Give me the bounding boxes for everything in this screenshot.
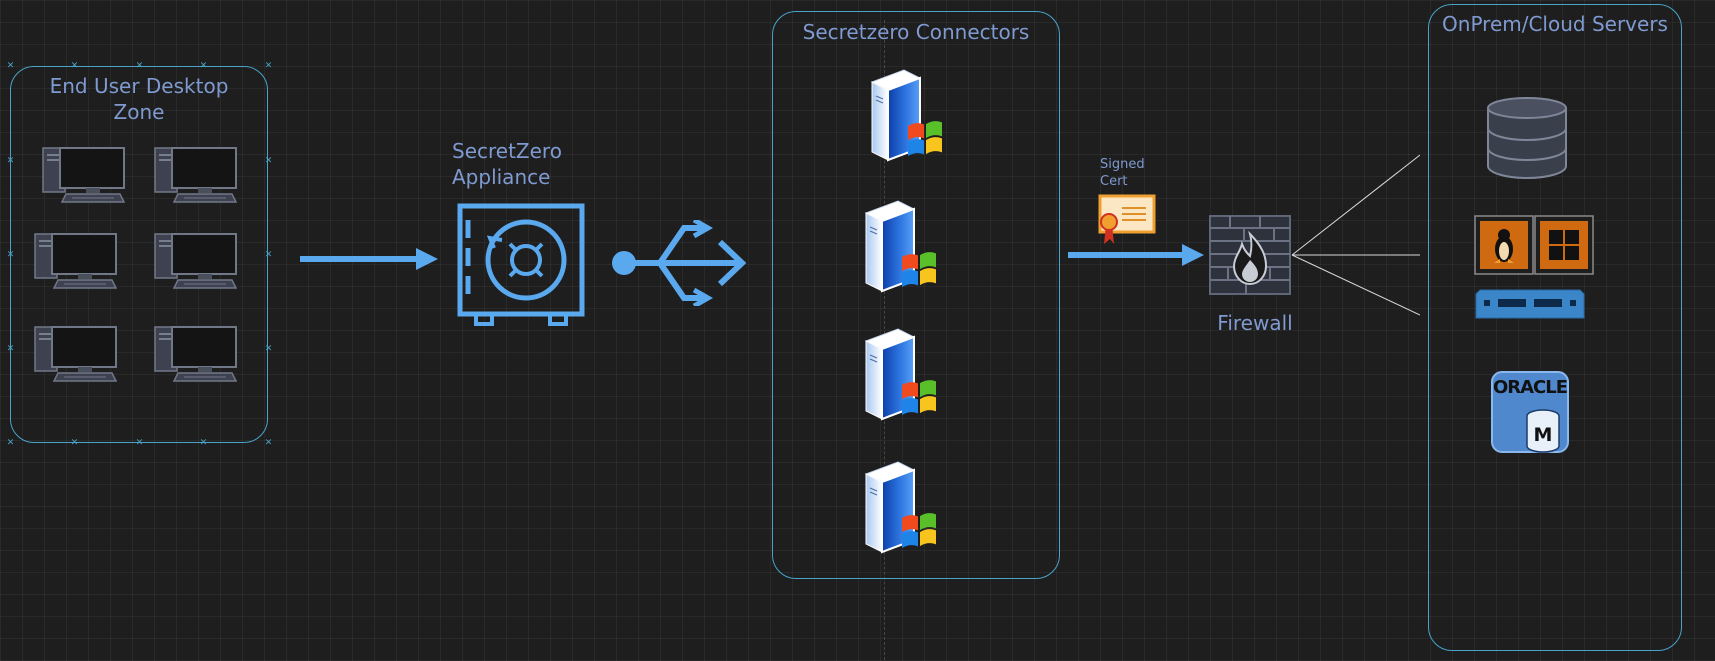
desktop-computer-icon[interactable] bbox=[34, 325, 118, 383]
arrow-right-icon[interactable] bbox=[1066, 240, 1208, 270]
selection-handle[interactable]: ✕ bbox=[199, 61, 208, 71]
windows-server-icon[interactable] bbox=[866, 68, 948, 164]
servers-zone[interactable]: OnPrem/Cloud Servers bbox=[1428, 4, 1682, 651]
windows-server-icon[interactable] bbox=[860, 199, 942, 295]
selection-handle[interactable]: ✕ bbox=[70, 438, 79, 448]
signed-cert-label: Signed Cert bbox=[1100, 157, 1145, 189]
arrow-right-icon[interactable] bbox=[298, 244, 440, 274]
selection-handle[interactable]: ✕ bbox=[6, 61, 15, 71]
selection-handle[interactable]: ✕ bbox=[264, 344, 273, 354]
selection-handle[interactable]: ✕ bbox=[135, 438, 144, 448]
selection-handle[interactable]: ✕ bbox=[6, 344, 15, 354]
windows-server-icon[interactable] bbox=[860, 460, 942, 556]
selection-handle[interactable]: ✕ bbox=[199, 438, 208, 448]
selection-handle[interactable]: ✕ bbox=[6, 250, 15, 260]
oracle-label: ORACLE bbox=[1492, 377, 1568, 398]
database-icon[interactable] bbox=[1484, 96, 1570, 180]
desktop-computer-icon[interactable] bbox=[154, 146, 238, 204]
rack-server-icon[interactable] bbox=[1474, 288, 1586, 320]
windows-os-icon[interactable] bbox=[1534, 215, 1594, 275]
selection-handle[interactable]: ✕ bbox=[6, 156, 15, 166]
desktop-computer-icon[interactable] bbox=[42, 146, 126, 204]
desktop-zone-title: End User Desktop Zone bbox=[49, 74, 229, 124]
firewall-icon[interactable] bbox=[1208, 214, 1292, 296]
desktop-computer-icon[interactable] bbox=[154, 232, 238, 290]
selection-handle[interactable]: ✕ bbox=[264, 438, 273, 448]
desktop-computer-icon[interactable] bbox=[154, 325, 238, 383]
linux-os-icon[interactable] bbox=[1474, 215, 1534, 275]
selection-handle[interactable]: ✕ bbox=[6, 438, 15, 448]
fan-out-connector-icon[interactable] bbox=[608, 220, 750, 306]
appliance-label: SecretZero Appliance bbox=[452, 139, 562, 189]
firewall-to-servers-lines bbox=[1291, 154, 1420, 316]
servers-zone-title: OnPrem/Cloud Servers bbox=[1442, 12, 1668, 36]
selection-handle[interactable]: ✕ bbox=[135, 61, 144, 71]
desktop-zone[interactable]: End User Desktop Zone bbox=[10, 66, 268, 443]
selection-handle[interactable]: ✕ bbox=[70, 61, 79, 71]
selection-handle[interactable]: ✕ bbox=[264, 156, 273, 166]
selection-handle[interactable]: ✕ bbox=[264, 250, 273, 260]
oracle-database-icon[interactable] bbox=[1490, 370, 1570, 454]
oracle-badge: M bbox=[1533, 424, 1553, 446]
selection-handle[interactable]: ✕ bbox=[264, 61, 273, 71]
connectors-zone[interactable]: Secretzero Connectors bbox=[772, 11, 1060, 579]
certificate-icon[interactable] bbox=[1098, 194, 1158, 248]
desktop-computer-icon[interactable] bbox=[34, 232, 118, 290]
vault-icon[interactable] bbox=[456, 202, 588, 330]
firewall-label: Firewall bbox=[1217, 311, 1293, 335]
connectors-zone-title: Secretzero Connectors bbox=[802, 20, 1030, 44]
windows-server-icon[interactable] bbox=[860, 327, 942, 423]
